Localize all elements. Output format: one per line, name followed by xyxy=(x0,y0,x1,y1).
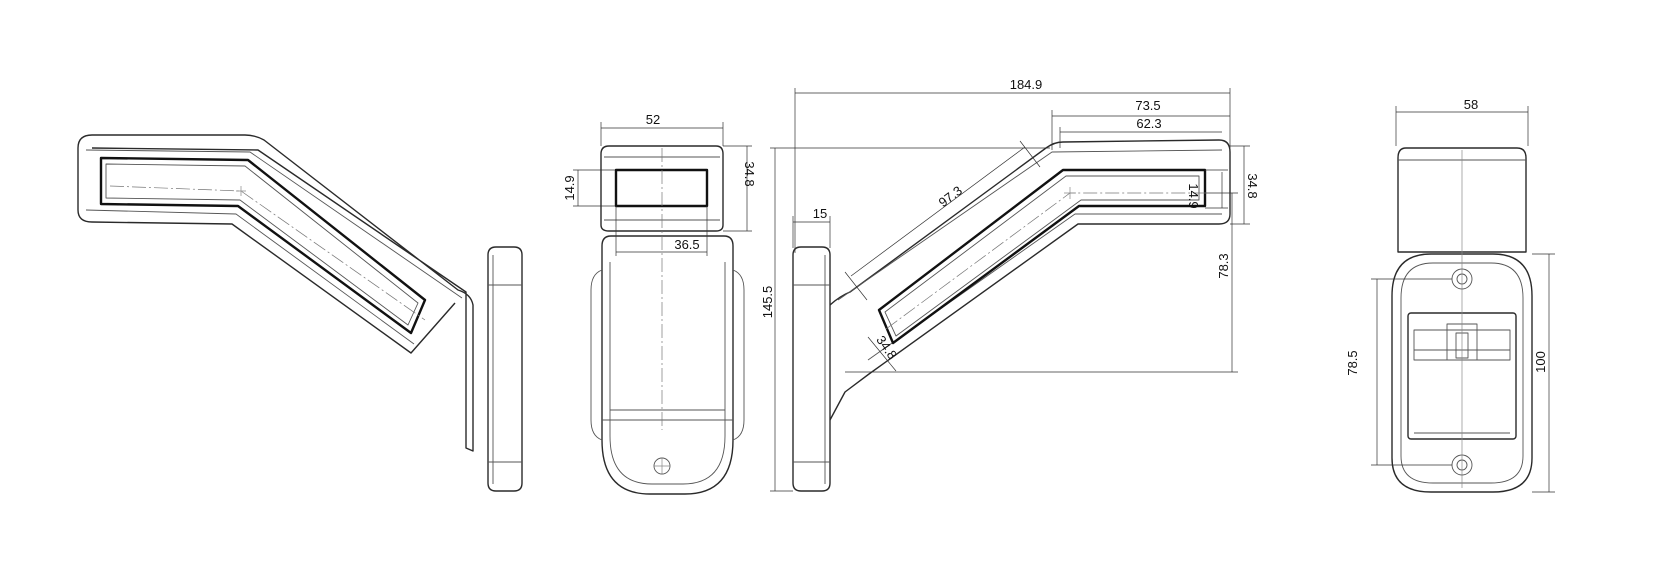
right-view-base-inner xyxy=(793,255,830,484)
left-view-lens-inner xyxy=(105,163,419,326)
front-view-lens xyxy=(614,168,709,208)
left-view-body-outline xyxy=(77,134,474,452)
right-view-lens xyxy=(877,168,1207,345)
side-base-thickness-label: 15 xyxy=(813,206,827,221)
side-diagonal-label: 97.3 xyxy=(936,183,965,210)
right-view-body-outline xyxy=(829,139,1231,421)
left-view-base-plate xyxy=(487,246,523,492)
back-view-dimensions xyxy=(1371,106,1555,493)
front-view-head xyxy=(600,145,724,232)
front-width-label: 52 xyxy=(646,112,660,127)
back-view-plate-inner xyxy=(1400,262,1524,484)
left-view-centerline xyxy=(109,185,426,321)
front-view-body xyxy=(601,235,734,495)
side-overall-length-label: 184.9 xyxy=(1010,77,1043,92)
back-view: 58 78.5 100 xyxy=(1345,97,1555,493)
front-view-body-inner xyxy=(602,262,733,485)
back-hole-spacing-label: 78.5 xyxy=(1345,350,1360,375)
side-head-height-label: 34.8 xyxy=(1245,173,1260,198)
back-plate-height-label: 100 xyxy=(1533,351,1548,373)
back-width-label: 58 xyxy=(1464,97,1478,112)
right-view-center-mark xyxy=(1064,187,1076,199)
front-view-dimensions xyxy=(573,122,752,256)
right-view-lens-inner xyxy=(884,175,1200,337)
right-view-base-plate xyxy=(792,246,831,492)
left-side-view xyxy=(77,134,523,492)
side-drop-label: 78.3 xyxy=(1216,253,1231,278)
front-view-mount-hole-cross xyxy=(654,458,670,474)
side-arm-thickness-label: 34.8 xyxy=(873,333,900,362)
front-lens-height-label: 14.9 xyxy=(562,175,577,200)
back-view-head xyxy=(1397,147,1527,253)
side-lens-length-label: 62.3 xyxy=(1136,116,1161,131)
right-view-arm-inner xyxy=(837,149,1223,361)
side-lens-height-label: 14.9 xyxy=(1186,183,1201,208)
front-lens-width-label: 36.5 xyxy=(674,237,699,252)
left-view-base-inner xyxy=(488,255,522,484)
front-view: 52 14.9 34.8 36.5 xyxy=(562,112,757,495)
front-view-side-bulge xyxy=(590,269,745,441)
side-arm-length-label: 73.5 xyxy=(1135,98,1160,113)
right-side-view: 184.9 73.5 62.3 97.3 15 145.5 34.8 14.9 … xyxy=(760,77,1260,492)
left-view-center-mark xyxy=(236,186,246,196)
left-view-lens xyxy=(99,156,427,335)
back-view-plate xyxy=(1391,253,1533,493)
right-view-dimensions xyxy=(770,88,1250,492)
front-body-height-label: 34.8 xyxy=(742,161,757,186)
left-view-arm-inner xyxy=(85,149,463,345)
side-total-height-label: 145.5 xyxy=(760,286,775,319)
